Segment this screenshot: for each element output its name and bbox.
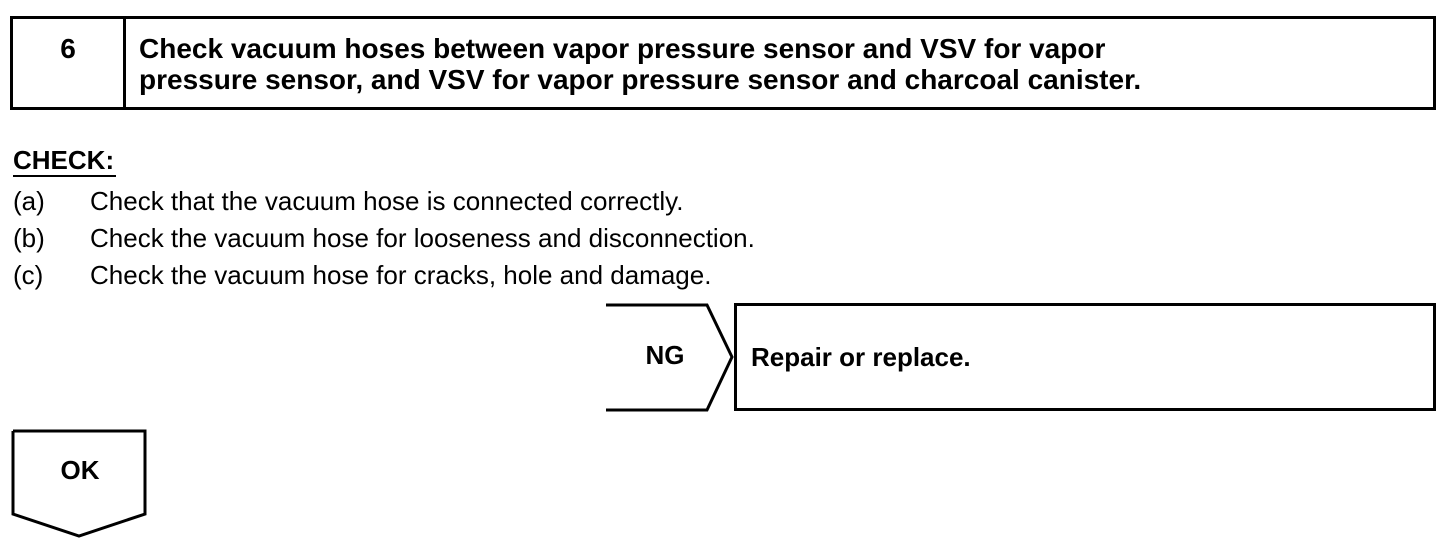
step-number: 6 — [13, 19, 126, 107]
check-item-b: (b) Check the vacuum hose for looseness … — [13, 220, 755, 257]
ng-label: NG — [645, 340, 685, 370]
check-item-c: (c) Check the vacuum hose for cracks, ho… — [13, 257, 755, 294]
check-item-text: Check that the vacuum hose is connected … — [90, 186, 684, 216]
check-item-a: (a) Check that the vacuum hose is connec… — [13, 183, 755, 220]
check-item-letter: (a) — [13, 186, 45, 216]
ng-result-box: Repair or replace. — [734, 303, 1436, 411]
check-list: (a) Check that the vacuum hose is connec… — [13, 183, 755, 294]
check-item-text: Check the vacuum hose for cracks, hole a… — [90, 260, 712, 290]
ok-label: OK — [60, 455, 100, 485]
check-item-letter: (b) — [13, 223, 45, 253]
check-item-text: Check the vacuum hose for looseness and … — [90, 223, 755, 253]
step-header-box: 6 Check vacuum hoses between vapor press… — [10, 16, 1436, 110]
ng-arrow-tab — [606, 303, 734, 412]
ng-result-text: Repair or replace. — [751, 342, 971, 372]
check-item-letter: (c) — [13, 260, 44, 290]
step-title: Check vacuum hoses between vapor pressur… — [139, 33, 1142, 95]
ok-arrow-tab — [11, 429, 147, 538]
check-heading: CHECK: — [13, 145, 117, 177]
